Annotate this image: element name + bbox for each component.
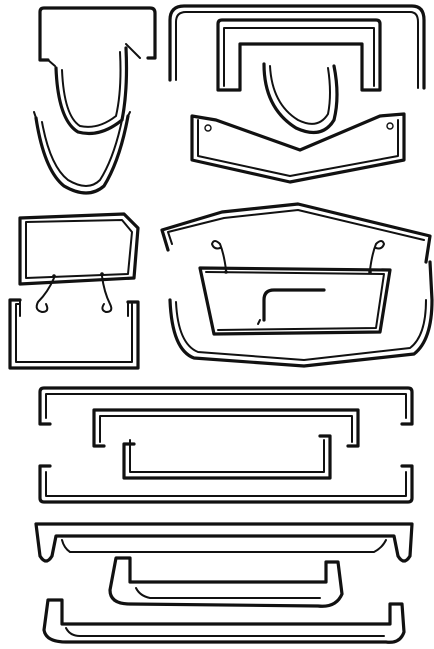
small-bracket-handle-left	[38, 6, 157, 136]
large-rounded-frame	[160, 202, 434, 368]
u-hanging-handle-left	[33, 111, 131, 195]
basket-with-hooks	[198, 240, 392, 336]
mount-hole	[204, 124, 212, 132]
notched-frame-handle-top-right	[168, 4, 426, 135]
plate-with-mount-holes	[190, 112, 406, 184]
nested-channel-set	[38, 386, 414, 504]
curved-long-handles	[34, 522, 414, 644]
u-channel-bracket	[8, 298, 140, 370]
mount-hole	[386, 122, 394, 130]
trapezoid-panel-with-hooks	[18, 212, 140, 313]
